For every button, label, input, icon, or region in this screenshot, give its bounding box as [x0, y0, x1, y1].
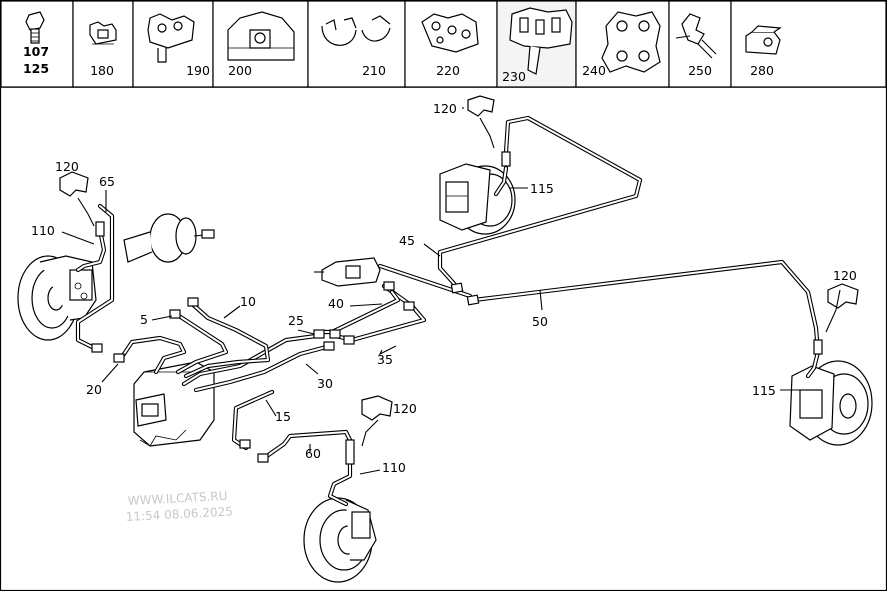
holder-120-top	[467, 95, 495, 117]
double-clip-icon	[321, 15, 391, 46]
callout-labels: 120 115 120 65 110 45 120 10 40 50 5 25 …	[31, 101, 857, 475]
leader-lines	[61, 107, 841, 475]
brake-booster	[123, 213, 215, 263]
multi-holder-icon	[421, 13, 479, 53]
watermark-site: WWW.ILCATS.RU	[127, 489, 227, 508]
header-cell-200[interactable]: 200	[212, 0, 309, 88]
fitting	[345, 439, 355, 465]
header-cell-107-125[interactable]: 107 125	[0, 0, 74, 88]
header-cell-190[interactable]: 190	[132, 0, 214, 88]
callout-115-top[interactable]: 115	[530, 181, 554, 196]
callout-120-top[interactable]: 120	[433, 101, 457, 116]
fitting	[113, 353, 125, 363]
callout-115-right[interactable]: 115	[752, 383, 776, 398]
clip-icon	[89, 21, 117, 45]
header-label-107: 107	[23, 44, 49, 59]
fitting	[95, 221, 105, 237]
holder-120-bottom	[361, 395, 393, 421]
holder-120-left	[59, 171, 89, 197]
callout-5[interactable]: 5	[140, 312, 148, 327]
fitting	[169, 309, 181, 319]
header-label-220: 220	[436, 63, 460, 78]
header-label-200: 200	[228, 63, 252, 78]
callout-120-right[interactable]: 120	[833, 268, 857, 283]
callout-120-left[interactable]: 120	[55, 159, 79, 174]
fitting	[450, 282, 464, 294]
front-bottom-brake-disc	[303, 497, 377, 583]
header-label-125: 125	[23, 61, 49, 76]
header-cell-230[interactable]: 230	[496, 0, 577, 88]
callout-15[interactable]: 15	[275, 409, 291, 424]
header-label-240: 240	[582, 63, 606, 78]
holder-120-right	[827, 283, 859, 309]
header-label-230: 230	[502, 69, 526, 84]
header-cell-240[interactable]: 240	[575, 0, 670, 88]
proportioning-valve	[314, 257, 381, 287]
callout-25[interactable]: 25	[288, 313, 304, 328]
fitting	[323, 341, 335, 351]
fitting	[466, 294, 480, 306]
header-label-210: 210	[362, 63, 386, 78]
block-clip-icon	[745, 25, 782, 55]
header-cell-220[interactable]: 220	[404, 0, 498, 88]
callout-40[interactable]: 40	[328, 296, 344, 311]
fitting	[239, 439, 251, 449]
header-cell-180[interactable]: 180	[72, 0, 134, 88]
fitting	[91, 343, 103, 353]
callout-50[interactable]: 50	[532, 314, 548, 329]
fitting	[313, 329, 325, 339]
bolt-icon	[25, 11, 45, 44]
comb-holder-icon	[509, 7, 573, 75]
bracket-icon	[227, 11, 295, 61]
callout-35[interactable]: 35	[377, 352, 393, 367]
watermark: WWW.ILCATS.RU 11:54 08.06.2025	[125, 489, 233, 524]
callout-110-left[interactable]: 110	[31, 223, 55, 238]
rear-top-brake-disc	[439, 163, 516, 235]
rear-right-brake-disc	[789, 360, 873, 446]
callout-45[interactable]: 45	[399, 233, 415, 248]
spring-clip-icon	[675, 13, 717, 59]
fitting	[501, 151, 511, 167]
header-cell-250[interactable]: 250	[668, 0, 732, 88]
header-label-250: 250	[688, 63, 712, 78]
watermark-timestamp: 11:54 08.06.2025	[125, 504, 233, 524]
header-label-280: 280	[750, 63, 774, 78]
header-label-190: 190	[186, 63, 210, 78]
pipe-fittings	[91, 151, 823, 465]
brake-pipes	[75, 115, 821, 507]
callout-20[interactable]: 20	[86, 382, 102, 397]
fitting	[187, 297, 199, 307]
header-cell-210[interactable]: 210	[307, 0, 406, 88]
callout-65[interactable]: 65	[99, 174, 115, 189]
callout-120-bottom[interactable]: 120	[393, 401, 417, 416]
fitting	[403, 301, 415, 311]
header-label-180: 180	[90, 63, 114, 78]
callout-110-bottom[interactable]: 110	[382, 460, 406, 475]
fitting	[383, 281, 395, 291]
pipe-holder-icon	[147, 13, 195, 63]
callout-60[interactable]: 60	[305, 446, 321, 461]
header-cell-280[interactable]: 280	[730, 0, 887, 88]
fitting	[329, 329, 341, 339]
fitting	[813, 339, 823, 355]
fitting	[257, 453, 269, 463]
quad-holder-icon	[601, 11, 661, 73]
callout-30[interactable]: 30	[317, 376, 333, 391]
fitting	[343, 335, 355, 345]
parts-header: 107 125 180 190	[0, 0, 887, 88]
callout-10[interactable]: 10	[240, 294, 256, 309]
